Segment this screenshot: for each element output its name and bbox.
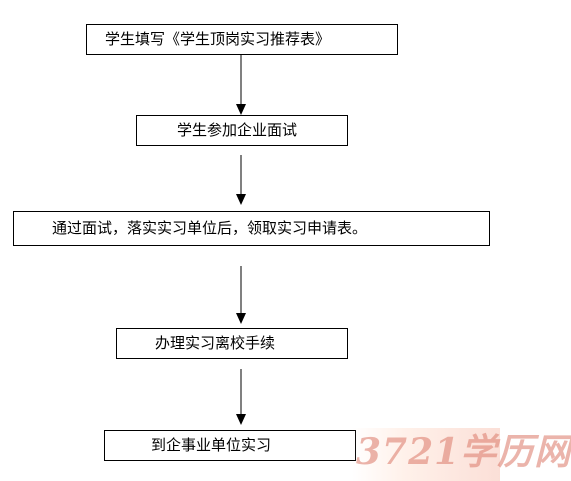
watermark-text: 3721学历网 [356, 431, 571, 473]
step-4-label: 办理实习离校手续 [155, 334, 276, 352]
watermark: 3721学历网 [352, 428, 570, 481]
arrow-down-2 [236, 155, 246, 205]
step-3-box: 通过面试，落实实习单位后，领取实习申请表。 [13, 211, 490, 246]
step-5-box: 到企事业单位实习 [104, 430, 356, 461]
step-5-label: 到企事业单位实习 [151, 436, 272, 454]
step-2-box: 学生参加企业面试 [136, 115, 348, 146]
step-2-label: 学生参加企业面试 [177, 121, 298, 139]
watermark-background [352, 428, 500, 481]
step-4-box: 办理实习离校手续 [116, 328, 348, 359]
step-1-label: 学生填写《学生顶岗实习推荐表》 [105, 30, 331, 48]
step-1-box: 学生填写《学生顶岗实习推荐表》 [86, 24, 398, 55]
step-3-label: 通过面试，落实实习单位后，领取实习申请表。 [52, 219, 368, 237]
flowchart-canvas: 学生填写《学生顶岗实习推荐表》 学生参加企业面试 通过面试，落实实习单位后，领取… [13, 24, 571, 481]
arrow-down-1 [236, 55, 246, 115]
arrow-down-3 [236, 266, 246, 324]
arrow-down-4 [236, 369, 246, 425]
